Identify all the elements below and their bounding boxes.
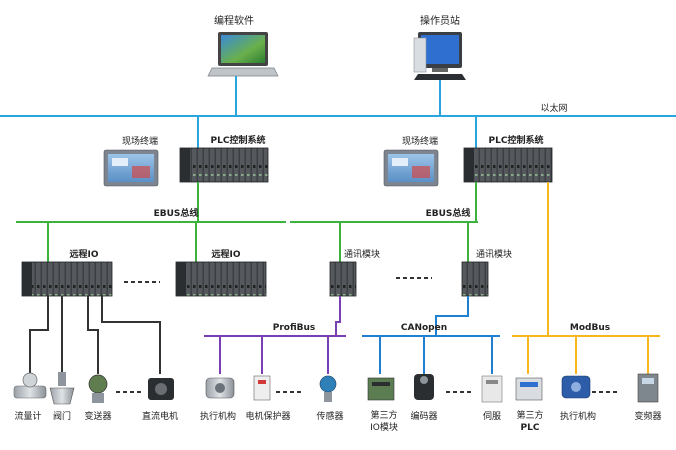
device-label-inverter: 变频器 [634, 410, 661, 422]
device-label-flowmeter: 流量计 [14, 410, 41, 422]
operator-station-label: 操作员站 [420, 14, 460, 27]
device-label-io-module: IO模块 [370, 421, 398, 433]
laptop-icon [207, 32, 279, 77]
comm-module-2 [461, 261, 489, 297]
io-module-icon [367, 377, 395, 401]
dc-motor-icon [148, 378, 174, 400]
inverter-icon [637, 373, 659, 403]
third-party-plc-icon [515, 377, 543, 401]
device-label-encoder: 编码器 [410, 410, 437, 422]
remote-io-1-label: 远程IO [70, 248, 99, 260]
device-label-transmitter: 变送器 [84, 410, 111, 422]
device-label-sensor: 传感器 [316, 410, 343, 422]
motor-protector-icon [253, 375, 271, 401]
laptop-label: 编程软件 [214, 14, 254, 27]
actuator-2-icon [561, 375, 591, 399]
left-terminal-icon [103, 149, 159, 187]
right-ebus [290, 182, 478, 262]
transmitter-icon [88, 374, 108, 403]
device-label-third-party-2: 第三方 [516, 409, 543, 421]
profibus-label: ProfiBus [273, 323, 316, 333]
comm-module-2-label: 通讯模块 [476, 248, 512, 260]
canopen [362, 296, 500, 374]
left-plc-label: PLC控制系统 [211, 134, 266, 146]
flowmeter-icon [13, 372, 47, 399]
right-terminal-label: 现场终端 [402, 135, 438, 147]
ethernet-bus [0, 76, 676, 148]
right-plc-label: PLC控制系统 [489, 134, 544, 146]
left-terminal-label: 现场终端 [122, 135, 158, 147]
device-label-dc-motor: 直流电机 [142, 410, 178, 422]
right-ebus-label: EBUS总线 [426, 207, 471, 219]
servo-icon [481, 375, 503, 403]
right-terminal-icon [383, 149, 439, 187]
comm-module-1-label: 通讯模块 [344, 248, 380, 260]
comm-module-1 [329, 261, 357, 297]
canopen-label: CANopen [401, 323, 447, 333]
modbus-label: ModBus [570, 323, 610, 333]
operator-station-icon [413, 32, 466, 80]
encoder-icon [414, 374, 434, 400]
device-label-plc: PLC [521, 423, 540, 433]
left-ebus [16, 182, 286, 262]
device-label-actuator-2: 执行机构 [560, 410, 596, 422]
device-label-servo: 伺服 [483, 410, 501, 422]
left-plc-rack [179, 147, 269, 183]
ethernet-label: 以太网 [540, 102, 567, 114]
remote-io-2-label: 远程IO [212, 248, 241, 260]
remote-io-1-rack [21, 261, 113, 297]
modbus [512, 335, 660, 374]
valve-icon [49, 372, 75, 405]
device-label-third-party-1: 第三方 [370, 409, 397, 421]
actuator-icon [205, 377, 235, 399]
right-plc-rack [463, 147, 553, 183]
remote-io-2-rack [175, 261, 267, 297]
profibus [204, 296, 346, 374]
device-label-actuator-1: 执行机构 [200, 410, 236, 422]
remote-io-device-wiring [29, 296, 161, 374]
device-label-motor-protector: 电机保护器 [245, 410, 290, 422]
left-ebus-label: EBUS总线 [154, 207, 199, 219]
sensor-icon [319, 375, 337, 402]
device-label-valve: 阀门 [53, 410, 71, 422]
